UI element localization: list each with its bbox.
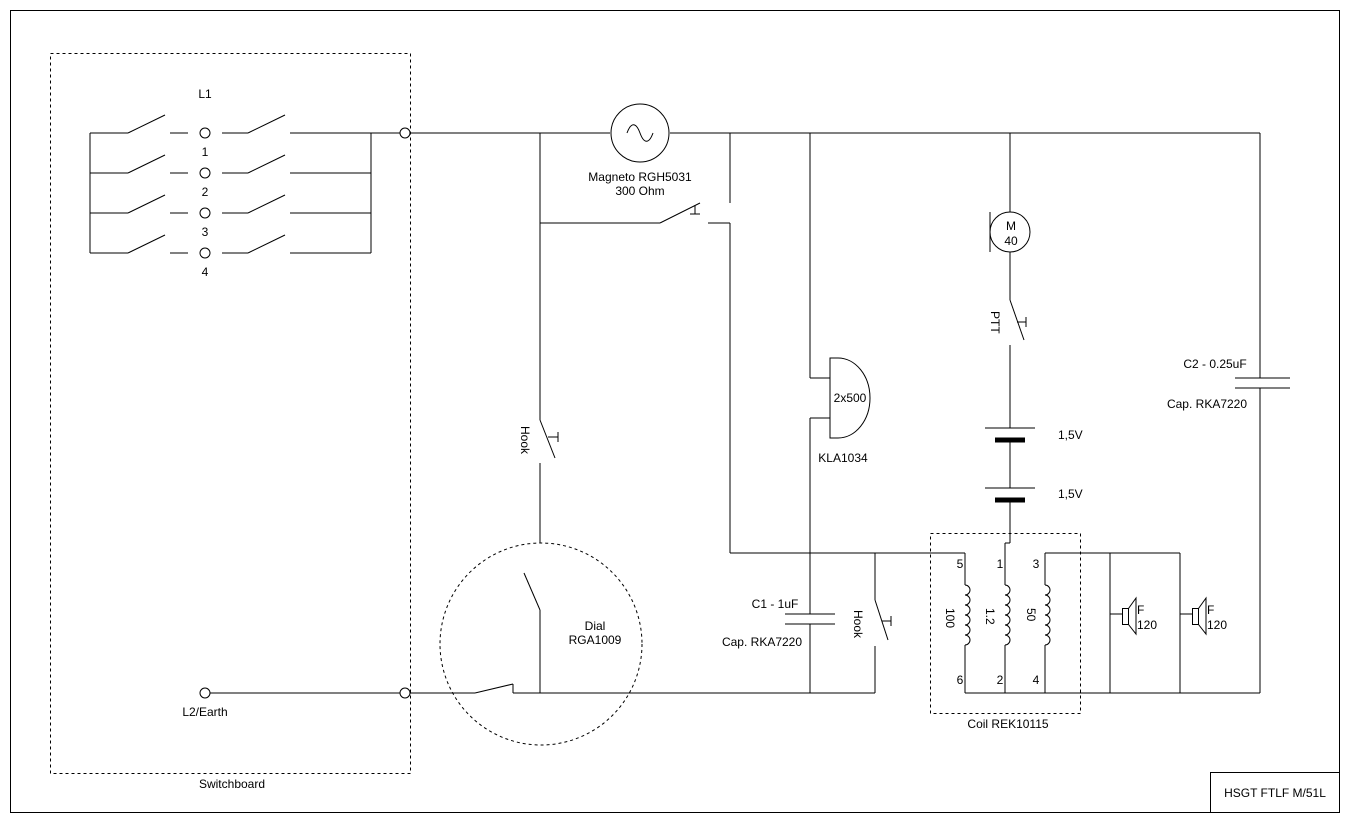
switchboard-boundary [50, 53, 411, 774]
switchboard-line-1: 1 [90, 114, 371, 159]
switchboard-line-2: 2 [90, 154, 371, 199]
title-block: HSGT FTLF M/51L [1210, 772, 1340, 813]
magneto: Magneto RGH5031 300 Ohm [539, 103, 731, 553]
hook-left-label: Hook [518, 426, 532, 455]
speaker-2-letter: F [1207, 603, 1214, 617]
microphone-letter: M [1006, 219, 1016, 233]
line-number-3: 3 [202, 225, 209, 239]
l2-earth-terminal [399, 687, 411, 699]
bell-label: KLA1034 [818, 451, 868, 465]
capacitor-c1: C1 - 1uF Cap. RKA7220 [722, 597, 835, 693]
battery-1: 1,5V [985, 427, 1083, 488]
battery-2-label: 1,5V [1058, 487, 1083, 501]
coil-boundary [930, 533, 1081, 714]
dial-label-2: RGA1009 [569, 633, 622, 647]
ptt-switch: PTT [988, 299, 1027, 428]
l1-label: L1 [198, 87, 212, 101]
c1-label-1: C1 - 1uF [752, 597, 799, 611]
coil-winding-100: 100 [943, 608, 957, 628]
coil-pin-5: 5 [957, 557, 964, 571]
coil: Coil REK10115 5 1 3 6 2 4 100 1.2 50 [930, 533, 1260, 731]
microphone: M 40 [989, 133, 1031, 300]
c1-label-2: Cap. RKA7220 [722, 635, 802, 649]
ptt-label: PTT [988, 311, 1002, 334]
hook-switch-left: Hook [518, 223, 559, 543]
line-number-2: 2 [202, 185, 209, 199]
c2-label-1: C2 - 0.25uF [1183, 357, 1246, 371]
l1-terminal [399, 127, 411, 139]
coil-label: Coil REK10115 [967, 717, 1048, 731]
speaker-1-symbol [1122, 608, 1129, 625]
switchboard-line-4: 4 [90, 234, 371, 279]
coil-pin-2: 2 [997, 673, 1004, 687]
coil-pin-3: 3 [1033, 557, 1040, 571]
coil-pin-6: 6 [957, 673, 964, 687]
coil-pin-1: 1 [997, 557, 1004, 571]
speaker-2-value: 120 [1207, 618, 1227, 632]
line-number-4: 4 [202, 265, 209, 279]
coil-pin-4: 4 [1033, 673, 1040, 687]
switchboard: Switchboard L1 1 2 [50, 53, 411, 791]
bell-value: 2x500 [834, 391, 867, 405]
speaker-1-letter: F [1137, 603, 1144, 617]
battery-2: 1,5V [985, 487, 1083, 585]
dial-label-1: Dial [585, 619, 606, 633]
magneto-label-2: 300 Ohm [615, 184, 664, 198]
bell-symbol [829, 357, 871, 439]
l2-earth-label: L2/Earth [182, 705, 227, 719]
switchboard-line-3: 3 [90, 194, 371, 239]
line-number-1: 1 [202, 145, 209, 159]
bell: 2x500 KLA1034 [809, 133, 871, 614]
speaker-1: F 120 [1109, 553, 1157, 693]
capacitor-c2: C2 - 0.25uF Cap. RKA7220 [1167, 133, 1290, 693]
coil-winding-50: 50 [1024, 608, 1038, 622]
title-block-text: HSGT FTLF M/51L [1224, 786, 1326, 800]
switchboard-label: Switchboard [199, 777, 265, 791]
dial-boundary [439, 542, 643, 746]
hook-right-label: Hook [851, 610, 865, 639]
coil-winding-1-2: 1.2 [983, 608, 997, 625]
dial: Dial RGA1009 [410, 542, 875, 746]
speaker-2: F 120 [1179, 553, 1227, 693]
speaker-2-symbol [1192, 608, 1199, 625]
magneto-symbol [610, 103, 670, 163]
hook-switch-right: Hook [851, 553, 892, 693]
battery-1-label: 1,5V [1058, 428, 1083, 442]
c2-label-2: Cap. RKA7220 [1167, 397, 1247, 411]
l2-earth-terminal-left [199, 687, 211, 699]
magneto-label-1: Magneto RGH5031 [588, 170, 692, 184]
microphone-value: 40 [1004, 234, 1018, 248]
speaker-1-value: 120 [1137, 618, 1157, 632]
drawing-frame [10, 10, 1340, 813]
